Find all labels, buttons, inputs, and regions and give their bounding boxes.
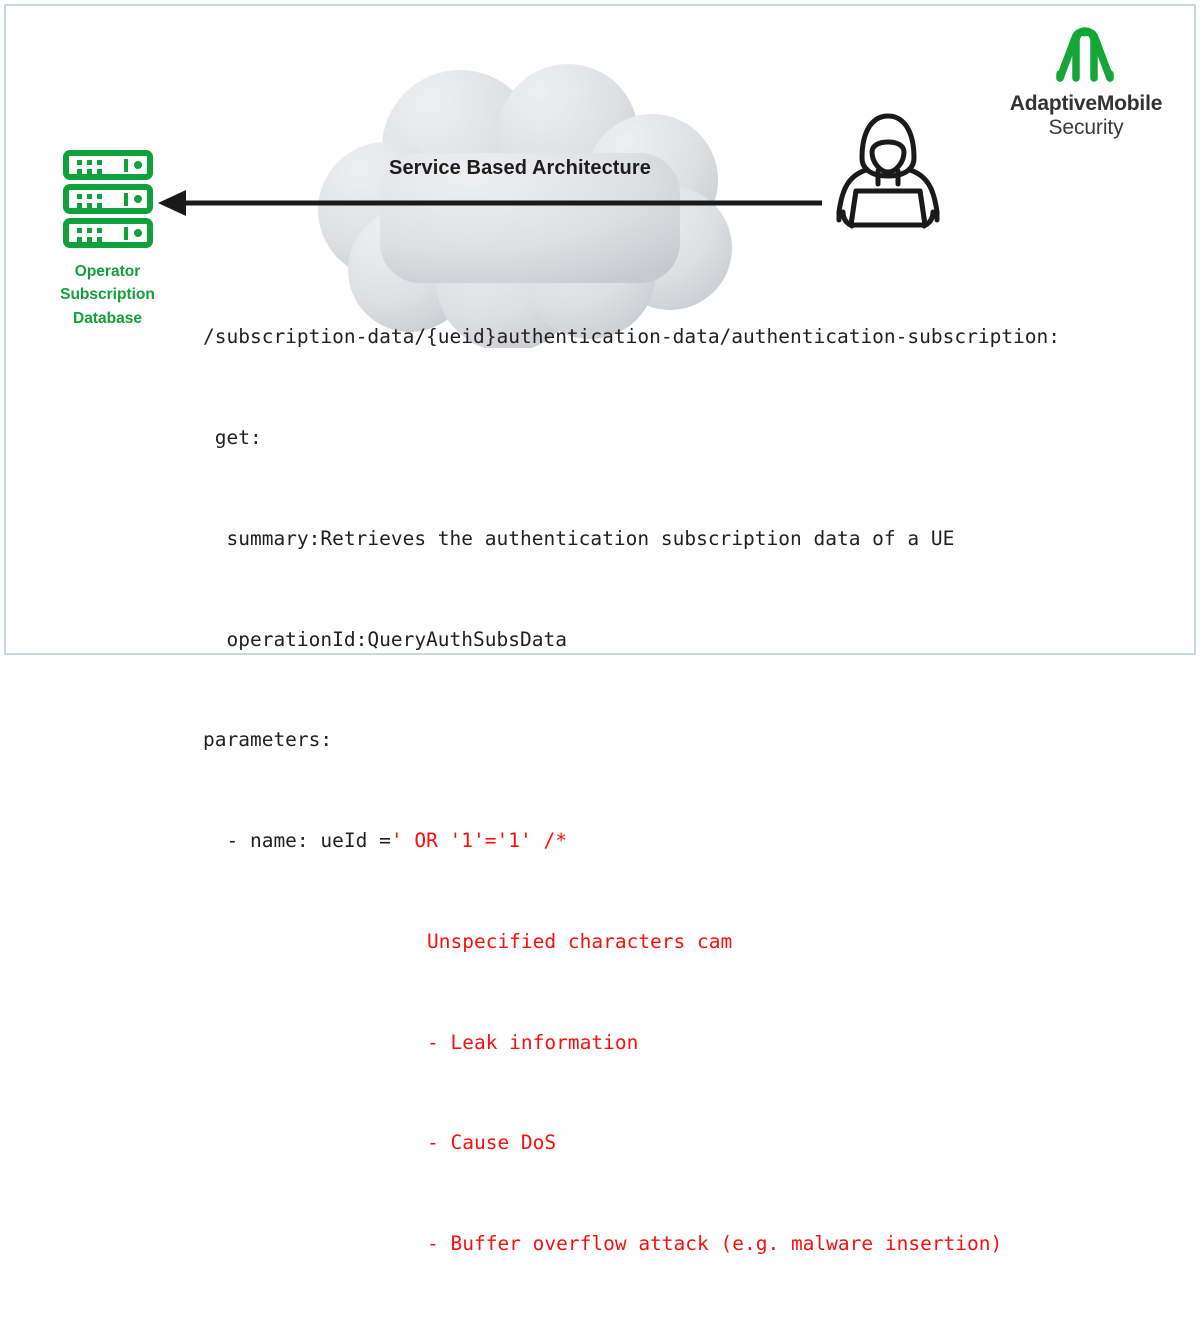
code-line-operation-id: operationId:QueryAuthSubsData [203, 627, 567, 651]
operator-subscription-database: Operator Subscription Database [40, 148, 175, 330]
annotation-bullet-2: - Cause DoS [427, 1131, 557, 1155]
hooded-hacker-with-laptop-icon [836, 113, 940, 229]
annotation-bullet-3: - Buffer overflow attack (e.g. malware i… [427, 1232, 1003, 1256]
logo-wordmark-secondary: Security [1048, 115, 1124, 139]
code-injection-prefix: - name: ueId = [203, 829, 391, 853]
api-spec-code-block: /subscription-data/{ueid}authentication-… [203, 253, 1163, 1318]
annotation-bullet-1: - Leak information [427, 1030, 639, 1054]
cloud-shape-container [290, 58, 750, 348]
code-injection-payload: ' OR '1'='1' /* [390, 829, 567, 853]
code-line-injection: - name: ueId =' OR '1'='1' /* [203, 824, 1163, 858]
adaptivemobile-logo-mark-icon [1056, 27, 1114, 82]
annotation-heading: Unspecified characters cam [427, 929, 733, 953]
code-line-parameters: parameters: [203, 728, 333, 752]
adaptivemobile-logo: AdaptiveMobile Security [998, 24, 1174, 140]
cloud-title: Service Based Architecture [389, 157, 651, 179]
server-stack-icon [62, 150, 153, 248]
database-label: Operator Subscription Database [60, 263, 155, 327]
code-line-get: get: [203, 425, 262, 449]
code-line-summary: summary:Retrieves the authentication sub… [203, 526, 955, 550]
cloud-icon [318, 64, 732, 348]
slide-canvas: Service Based Architecture [4, 4, 1196, 1256]
code-line-path: /subscription-data/{ueid}authentication-… [203, 325, 1061, 349]
left-arrow-icon [158, 190, 822, 216]
logo-wordmark-primary: AdaptiveMobile [1009, 92, 1163, 115]
